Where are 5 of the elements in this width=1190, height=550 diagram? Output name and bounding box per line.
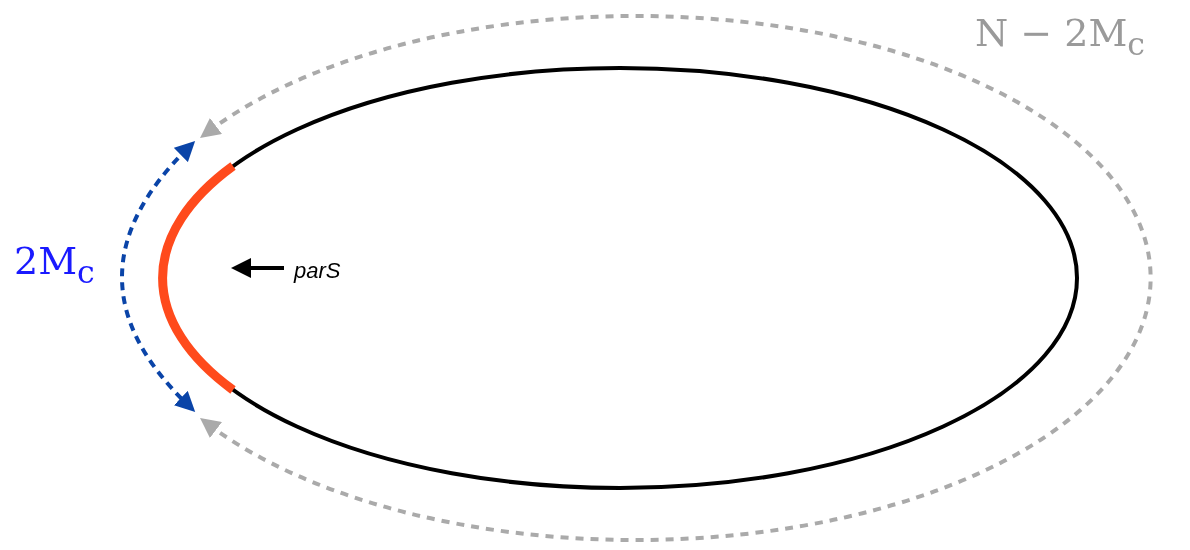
site-label: parS — [294, 258, 341, 284]
length-label: N − 2M$_{c}$ — [975, 14, 1146, 61]
length-label: 2M$_{c}$ — [14, 242, 95, 289]
leader-line — [231, 258, 284, 278]
highlighted-segment — [158, 162, 236, 394]
